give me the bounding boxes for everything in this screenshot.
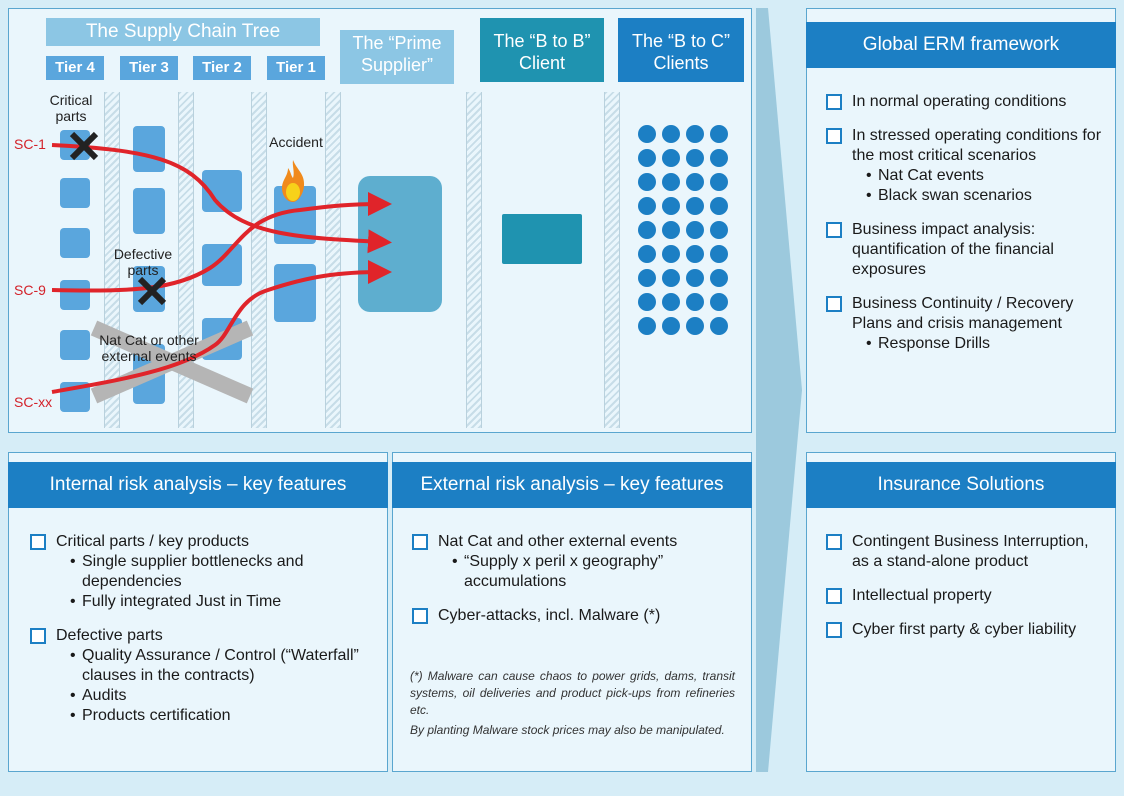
external-list: Nat Cat and other external events “Supply…: [412, 532, 742, 640]
sc-xx-label: SC-xx: [14, 394, 53, 410]
tier-4-label: Tier 4: [46, 56, 104, 80]
checklist-item: Intellectual property: [826, 586, 1108, 606]
bullet-item: Single supplier bottlenecks and dependen…: [70, 552, 380, 592]
checklist-item-text: In stressed operating conditions for the…: [852, 127, 1102, 164]
checkbox-icon: [30, 534, 46, 550]
b2c-client-dots: [638, 125, 728, 335]
divider-6: [604, 92, 620, 428]
insurance-list: Contingent Business Interruption, as a s…: [826, 532, 1108, 654]
b2b-box: [502, 214, 582, 264]
checklist-item-text: Business Continuity / Recovery Plans and…: [852, 295, 1074, 332]
checkbox-icon: [826, 534, 842, 550]
divider-5: [466, 92, 482, 428]
insurance-title: Insurance Solutions: [806, 462, 1116, 508]
defective-parts-label: Defective parts: [113, 246, 173, 278]
bullet-item: Products certification: [70, 706, 380, 726]
scxx-path: [51, 260, 392, 394]
internal-list: Critical parts / key productsSingle supp…: [30, 532, 380, 740]
erm-title: Global ERM framework: [806, 22, 1116, 68]
divider-4: [325, 92, 341, 428]
bullet-item: Nat Cat events: [866, 166, 1108, 186]
tier4-box: [60, 330, 90, 360]
checklist-item: In stressed operating conditions for the…: [826, 126, 1108, 206]
checkbox-icon: [412, 534, 428, 550]
b2c-header: The “B to C” Clients: [618, 18, 744, 82]
checklist-item: Business Continuity / Recovery Plans and…: [826, 294, 1108, 354]
bullet-item: Quality Assurance / Control (“Waterfall”…: [70, 646, 380, 686]
tier-2-label: Tier 2: [193, 56, 251, 80]
tier3-box: [133, 188, 165, 234]
natcat-label: Nat Cat or other external events: [99, 332, 199, 364]
tier4-box: [60, 178, 90, 208]
checklist-item: Cyber first party & cyber liability: [826, 620, 1108, 640]
sc-1-label: SC-1: [14, 136, 46, 152]
external-title: External risk analysis – key features: [392, 462, 752, 508]
sc1-path: [51, 143, 392, 254]
tier1-box: [274, 264, 316, 322]
checklist-item: Nat Cat and other external events “Supply…: [412, 532, 742, 592]
b2b-header: The “B to B” Client: [480, 18, 604, 82]
accident-label: Accident: [269, 134, 323, 150]
bullet-item: Fully integrated Just in Time: [70, 592, 380, 612]
checklist-item-text: In normal operating conditions: [852, 93, 1067, 110]
sc-9-label: SC-9: [14, 282, 46, 298]
natcat-x-icon: [90, 320, 254, 404]
critical-parts-label: Critical parts: [49, 92, 93, 124]
checklist-item: Defective partsQuality Assurance / Contr…: [30, 626, 380, 726]
divider-2: [178, 92, 194, 428]
checklist-item: Contingent Business Interruption, as a s…: [826, 532, 1108, 572]
checkbox-icon: [826, 588, 842, 604]
supply-chain-arrows: [51, 143, 392, 394]
checklist-item: Business impact analysis: quantification…: [826, 220, 1108, 280]
bullet-item: Black swan scenarios: [866, 186, 1108, 206]
checklist-item-text: Defective parts: [56, 627, 163, 644]
checkbox-icon: [826, 296, 842, 312]
checklist-item-text: Business impact analysis: quantification…: [852, 221, 1054, 278]
flow-arrow: [756, 8, 802, 772]
tier4-box: [60, 280, 90, 310]
critical-x-icon: [69, 131, 99, 161]
checkbox-icon: [826, 622, 842, 638]
checklist-item: Cyber-attacks, incl. Malware (*): [412, 606, 742, 626]
checklist-item-text: Critical parts / key products: [56, 533, 249, 550]
tier3-box: [133, 126, 165, 172]
malware-note-2: By planting Malware stock prices may als…: [410, 723, 725, 737]
divider-3: [251, 92, 267, 428]
checklist-item: Critical parts / key productsSingle supp…: [30, 532, 380, 612]
checkbox-icon: [826, 94, 842, 110]
tier2-box: [202, 244, 242, 286]
bullet-item: Response Drills: [866, 334, 1108, 354]
checkbox-icon: [826, 128, 842, 144]
fire-icon: [282, 160, 305, 202]
checklist-item-text: Cyber-attacks, incl. Malware (*): [438, 607, 661, 624]
checkbox-icon: [30, 628, 46, 644]
tier-3-label: Tier 3: [120, 56, 178, 80]
checklist-item-text: Intellectual property: [852, 587, 992, 604]
checkbox-icon: [826, 222, 842, 238]
defective-x-icon: [137, 276, 167, 306]
tier-1-label: Tier 1: [267, 56, 325, 80]
supply-chain-title: The Supply Chain Tree: [46, 18, 320, 46]
erm-list: In normal operating conditions In stresse…: [826, 92, 1108, 368]
tier4-box: [60, 228, 90, 258]
internal-title: Internal risk analysis – key features: [8, 462, 388, 508]
malware-note-1: (*) Malware can cause chaos to power gri…: [410, 669, 735, 717]
erm-panel: [806, 8, 1116, 433]
bullet-item: Audits: [70, 686, 380, 706]
sc9-path: [51, 192, 392, 293]
checklist-item: In normal operating conditions: [826, 92, 1108, 112]
checklist-item-text: Contingent Business Interruption, as a s…: [852, 533, 1089, 570]
checklist-item-text: Cyber first party & cyber liability: [852, 621, 1077, 638]
checkbox-icon: [412, 608, 428, 624]
bullet-item: “Supply x peril x geography” accumulatio…: [452, 552, 742, 592]
prime-supplier-header: The “Prime Supplier”: [340, 30, 454, 84]
checklist-item-text: Nat Cat and other external events: [438, 533, 678, 550]
